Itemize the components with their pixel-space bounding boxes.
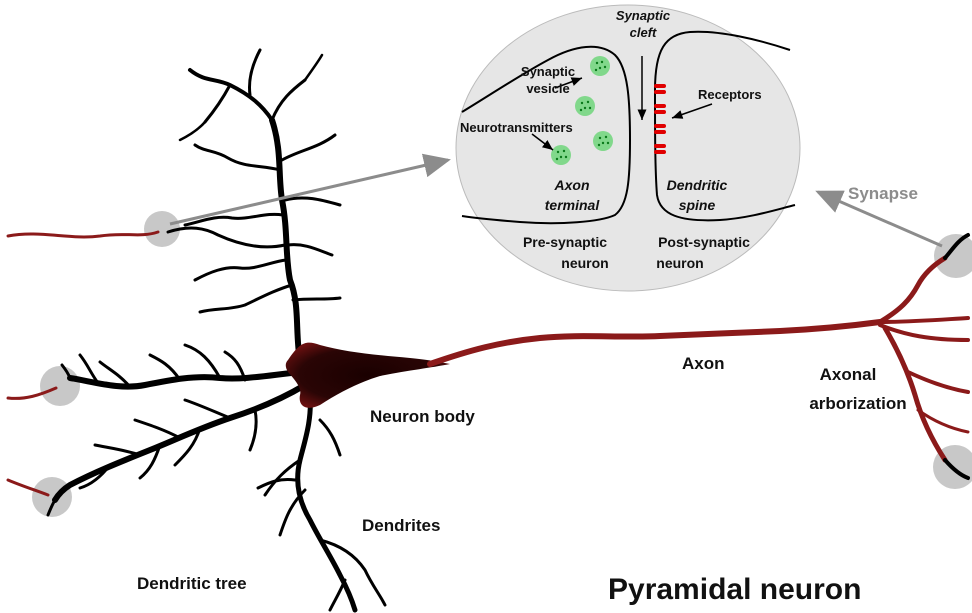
synaptic-cleft-label-line2: cleft bbox=[630, 25, 657, 40]
page-title: Pyramidal neuron bbox=[608, 573, 861, 606]
synapse-markers bbox=[32, 211, 972, 517]
axon-terminal-label-line2: terminal bbox=[545, 197, 601, 213]
dendritic-spine-label-line2: spine bbox=[679, 197, 716, 213]
dendrites-label: Dendrites bbox=[362, 516, 440, 535]
neuron-body-label: Neuron body bbox=[370, 407, 475, 426]
vesicle bbox=[593, 131, 613, 151]
synapse-circle-right-top bbox=[934, 234, 972, 278]
axonal-arborization-label: Axonal bbox=[820, 365, 877, 384]
synaptic-vesicle-label-line2: vesicle bbox=[526, 81, 569, 96]
dendritic-spine-label: Dendritic bbox=[667, 177, 728, 193]
pre-synaptic-label: Pre-synaptic bbox=[523, 234, 607, 250]
synapse-label: Synapse bbox=[848, 184, 918, 203]
axon-terminal-label: Axon bbox=[554, 177, 590, 193]
vesicle bbox=[551, 145, 571, 165]
receptors-label: Receptors bbox=[698, 87, 762, 102]
neurotransmitters-label: Neurotransmitters bbox=[460, 120, 573, 135]
axon-label: Axon bbox=[682, 354, 725, 373]
post-synaptic-label: Post-synaptic bbox=[658, 234, 750, 250]
synapse-circle-bottom-left bbox=[32, 477, 72, 517]
pre-synaptic-label-line2: neuron bbox=[561, 255, 608, 271]
inset-pointer-arrow bbox=[170, 160, 448, 224]
neuron-body-soma bbox=[286, 343, 450, 408]
vesicle bbox=[575, 96, 595, 116]
synaptic-vesicle-label: Synaptic bbox=[521, 64, 575, 79]
post-synaptic-label-line2: neuron bbox=[656, 255, 703, 271]
dendritic-tree-label: Dendritic tree bbox=[137, 574, 247, 593]
vesicle bbox=[590, 56, 610, 76]
dendritic-tree bbox=[48, 50, 385, 610]
synapse-circle-mid-left bbox=[40, 366, 80, 406]
synaptic-cleft-label: Synaptic bbox=[616, 8, 671, 23]
axonal-arborization-label-line2: arborization bbox=[809, 394, 906, 413]
